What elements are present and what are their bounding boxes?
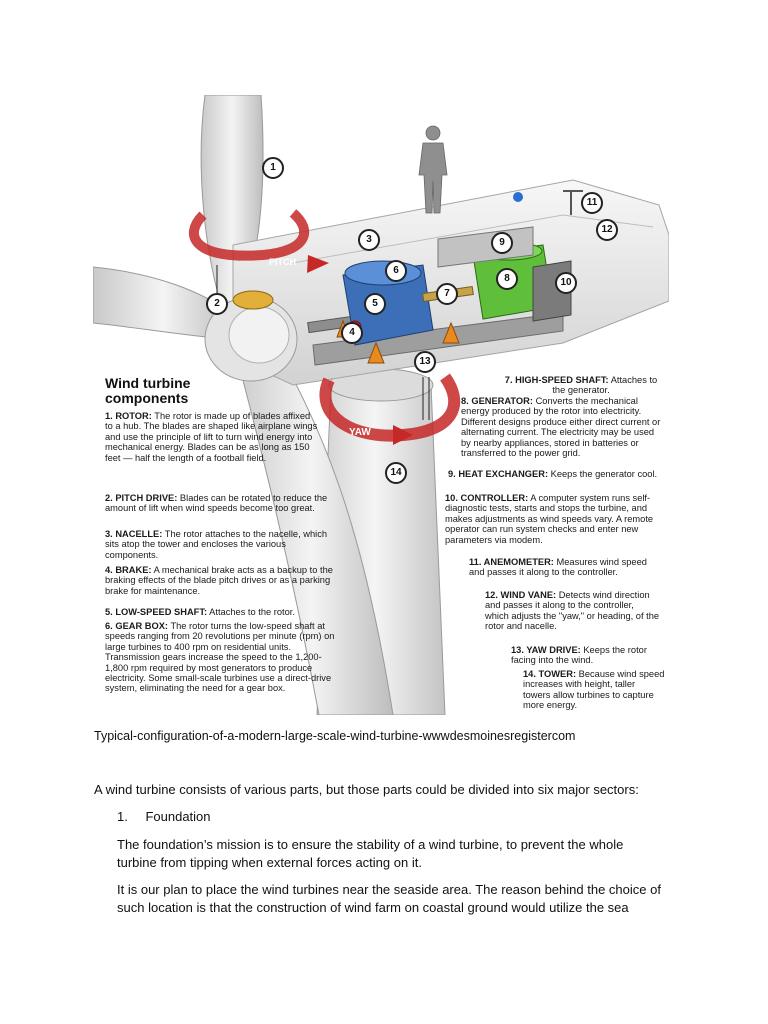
component-title: 13. YAW DRIVE: — [511, 645, 581, 655]
component-10: 10. CONTROLLER: A computer system runs s… — [445, 493, 663, 545]
component-title: 10. CONTROLLER: — [445, 493, 528, 503]
badge-13: 13 — [414, 351, 436, 373]
badge-14: 14 — [385, 462, 407, 484]
pitch-label: PITCH — [269, 257, 296, 267]
figure-caption: Typical-configuration-of-a-modern-large-… — [94, 729, 575, 743]
component-title: 6. GEAR BOX: — [105, 621, 168, 631]
component-title: 14. TOWER: — [523, 669, 576, 679]
component-12: 12. WIND VANE: Detects wind direction an… — [485, 590, 660, 632]
component-3: 3. NACELLE: The rotor attaches to the na… — [105, 529, 337, 560]
foundation-paragraph-1: The foundation’s mission is to ensure th… — [117, 836, 657, 872]
badge-1: 1 — [262, 157, 284, 179]
list-item-number: 1. — [117, 809, 128, 824]
component-title: 7. HIGH-SPEED SHAFT: — [505, 375, 609, 385]
badge-10: 10 — [555, 272, 577, 294]
component-title: 8. GENERATOR: — [461, 396, 533, 406]
badge-7: 7 — [436, 283, 458, 305]
list-item-foundation: 1. Foundation — [117, 808, 417, 826]
component-1: 1. ROTOR: The rotor is made up of blades… — [105, 411, 320, 463]
component-6: 6. GEAR BOX: The rotor turns the low-spe… — [105, 621, 341, 694]
component-13: 13. YAW DRIVE: Keeps the rotor facing in… — [511, 645, 661, 666]
foundation-paragraph-2: It is our plan to place the wind turbine… — [117, 881, 665, 917]
component-text: Keeps the generator cool. — [551, 469, 657, 479]
person-figure — [419, 126, 447, 213]
badge-4: 4 — [341, 322, 363, 344]
component-text: The rotor turns the low-speed shaft at s… — [105, 621, 334, 693]
component-5: 5. LOW-SPEED SHAFT: Attaches to the roto… — [105, 607, 341, 617]
components-heading: Wind turbine components — [105, 376, 245, 406]
component-title: 5. LOW-SPEED SHAFT: — [105, 607, 207, 617]
component-14: 14. TOWER: Because wind speed increases … — [523, 669, 665, 711]
component-title: 9. HEAT EXCHANGER: — [448, 469, 548, 479]
component-title: 12. WIND VANE: — [485, 590, 556, 600]
component-2: 2. PITCH DRIVE: Blades can be rotated to… — [105, 493, 331, 514]
badge-12: 12 — [596, 219, 618, 241]
component-title: 4. BRAKE: — [105, 565, 152, 575]
yaw-label: YAW — [349, 427, 371, 438]
component-8: 8. GENERATOR: Converts the mechanical en… — [461, 396, 665, 458]
badge-8: 8 — [496, 268, 518, 290]
badge-5: 5 — [364, 293, 386, 315]
component-9: 9. HEAT EXCHANGER: Keeps the generator c… — [448, 469, 660, 479]
badge-11: 11 — [581, 192, 603, 214]
component-title: 2. PITCH DRIVE: — [105, 493, 177, 503]
component-11: 11. ANEMOMETER: Measures wind speed and … — [469, 557, 654, 578]
component-title: 3. NACELLE: — [105, 529, 162, 539]
badge-2: 2 — [206, 293, 228, 315]
nacelle — [233, 180, 669, 385]
component-title: 11. ANEMOMETER: — [469, 557, 554, 567]
badge-9: 9 — [491, 232, 513, 254]
badge-3: 3 — [358, 229, 380, 251]
component-title: 1. ROTOR: — [105, 411, 152, 421]
intro-paragraph: A wind turbine consists of various parts… — [94, 781, 694, 799]
component-text: Attaches to the rotor. — [209, 607, 295, 617]
list-item-label: Foundation — [145, 809, 210, 824]
badge-6: 6 — [385, 260, 407, 282]
component-4: 4. BRAKE: A mechanical brake acts as a b… — [105, 565, 337, 596]
wind-turbine-figure: PITCH YAW 1 2 3 4 5 6 7 8 9 10 11 12 13 … — [93, 95, 669, 715]
component-7: 7. HIGH-SPEED SHAFT: Attaches to the gen… — [501, 375, 661, 396]
